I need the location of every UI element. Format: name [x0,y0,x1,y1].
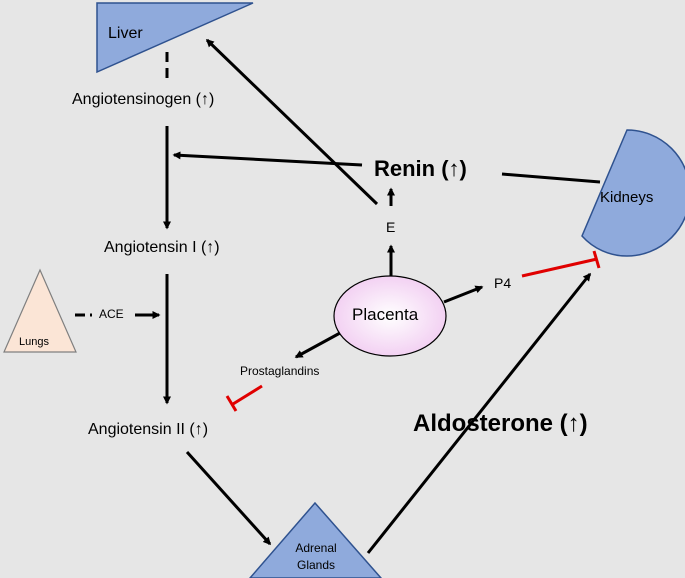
placenta-label: Placenta [352,305,419,324]
angiotensinogen-label: Angiotensinogen (↑) [72,91,215,108]
renin-to-angiotensinogen-arrow [172,151,363,167]
ace-label: ACE [99,307,124,321]
angiotensin-ii-to-adrenal-arrow [185,450,272,546]
prostaglandins-inhibit-bar [225,395,238,412]
aldosterone-label: Aldosterone (↑) [413,410,588,437]
liver-shape [96,2,254,74]
lungs-label: Lungs [19,336,49,348]
e-label: E [386,219,396,235]
liver-label: Liver [108,25,143,42]
kidneys-shape [581,129,685,257]
kidneys-to-renin-line [501,172,601,184]
angiotensin-ii-label: Angiotensin II (↑) [88,421,209,438]
p4-label: P4 [494,275,512,291]
p4-inhibits-kidneys-line [521,257,598,278]
adrenal-glands-shape [249,501,382,578]
lungs-shape [3,268,77,353]
renin-label: Renin (↑) [374,156,467,181]
kidneys-label: Kidneys [600,189,654,206]
angiotensin-i-label: Angiotensin I (↑) [104,239,220,256]
adrenal-to-kidneys-arrow [366,272,592,554]
p4-inhibits-kidneys-bar [592,250,601,269]
e-to-liver-arrow [205,38,379,206]
prostaglandins-inhibit-line [232,384,263,406]
placenta-to-p4-arrow [443,285,484,304]
adrenal-glands-label: Adrenal Glands [295,541,337,573]
prostaglandins-label: Prostaglandins [240,364,320,378]
placenta-to-prostaglandins-arrow [294,331,341,359]
